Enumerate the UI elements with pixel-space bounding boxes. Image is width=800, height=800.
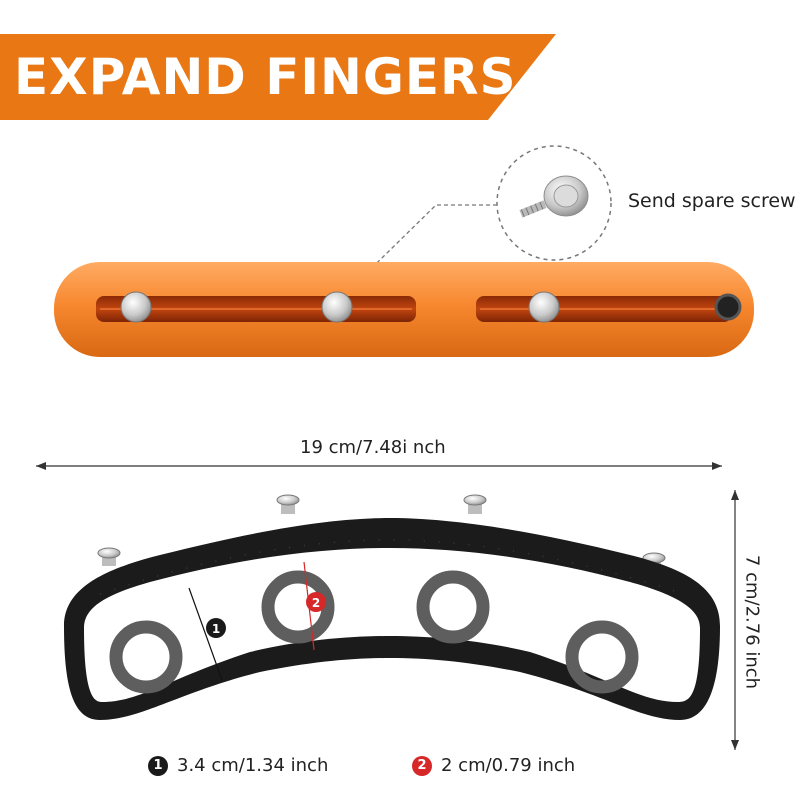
screw-knob-icon [519, 175, 589, 218]
legend-badge-1: 1 [148, 755, 168, 776]
finger-ring [416, 570, 490, 644]
spare-screw-label: Send spare screw [628, 190, 796, 212]
width-dimension-arrow [36, 462, 722, 470]
finger-stretcher: 1 2 [64, 494, 720, 720]
legend-badge-2: 2 [412, 755, 432, 776]
orange-bar [54, 262, 754, 357]
slider-knob [321, 291, 353, 323]
slider-knob [528, 291, 560, 323]
banner-title: EXPAND FINGERS [14, 48, 517, 106]
height-dimension-label: 7 cm/2.76 inch [741, 554, 763, 690]
measure-line-1 [188, 587, 223, 681]
end-cap [714, 293, 742, 321]
finger-ring [109, 620, 183, 694]
finger-ring [565, 620, 639, 694]
legend-item-2: 2 2 cm/0.79 inch [412, 755, 575, 776]
slider-knob [120, 291, 152, 323]
thumbscrew-icon [463, 494, 487, 514]
thumbscrew-icon [97, 547, 121, 566]
spare-screw-callout [496, 145, 612, 261]
marker-2-label: 2 [312, 596, 320, 610]
marker-2 [306, 592, 326, 612]
legend-text-2: 2 cm/0.79 inch [441, 755, 576, 776]
width-dimension-label: 19 cm/7.48i nch [300, 437, 446, 458]
banner-shape [0, 34, 556, 120]
finger-ring [261, 570, 335, 644]
title-banner: EXPAND FINGERS [0, 34, 556, 120]
marker-1-label: 1 [212, 622, 220, 636]
legend-item-1: 1 3.4 cm/1.34 inch [148, 755, 328, 776]
legend-text-1: 3.4 cm/1.34 inch [177, 755, 329, 776]
thumbscrew-icon [276, 494, 300, 514]
height-dimension-arrow [731, 490, 739, 750]
marker-1 [206, 618, 226, 638]
